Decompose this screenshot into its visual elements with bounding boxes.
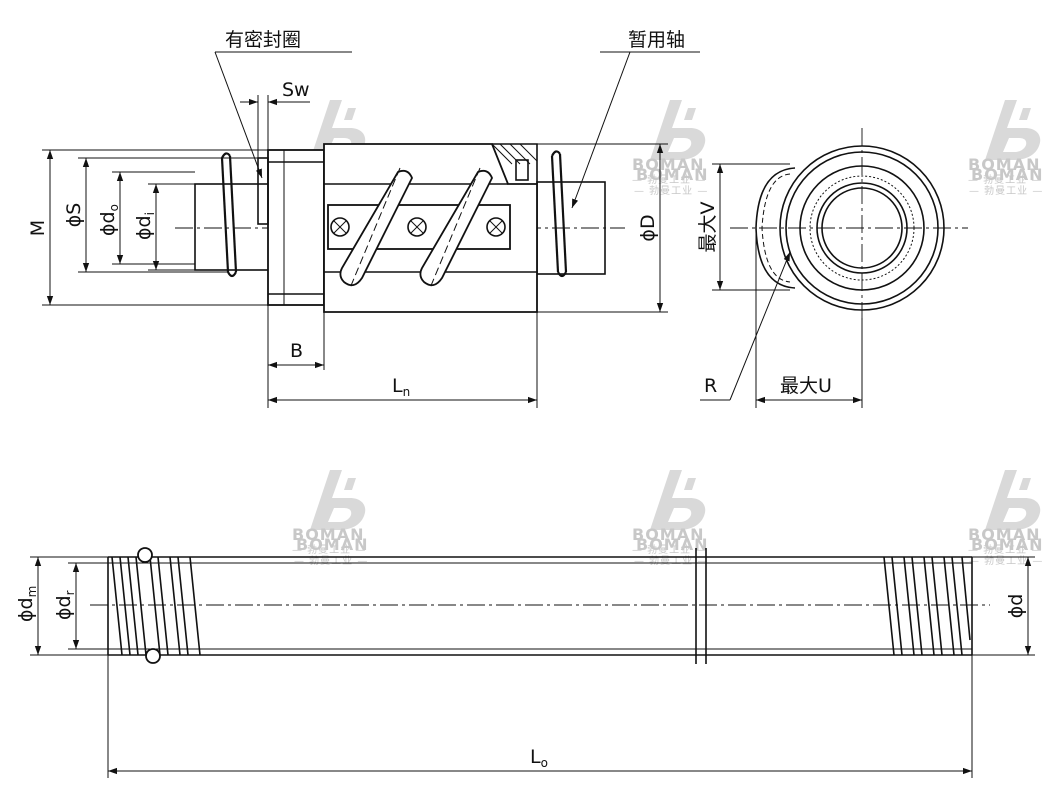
r-label: R bbox=[704, 375, 717, 397]
dim-phi-d-shaft: ϕd bbox=[972, 556, 1035, 656]
seal-ring-label: 有密封圈 bbox=[225, 29, 301, 51]
temporary-shaft-label: 暂用轴 bbox=[628, 29, 685, 51]
dim-b: B bbox=[267, 305, 325, 408]
dim-max-u: 最大U bbox=[755, 228, 863, 408]
dim-m: M bbox=[27, 149, 268, 306]
phi-do-label: ϕdo bbox=[97, 204, 121, 236]
b-label: B bbox=[290, 340, 303, 362]
ln-label: Ln bbox=[392, 375, 410, 399]
dim-phi-d-nut: ϕD bbox=[537, 143, 668, 313]
lo-label: Lo bbox=[530, 746, 548, 770]
dim-ln: Ln bbox=[268, 312, 538, 408]
svg-text:BOMAN: BOMAN bbox=[968, 525, 1041, 544]
dim-max-v: 最大V bbox=[697, 163, 790, 291]
screw-icon bbox=[407, 217, 427, 237]
phi-d-shaft-label: ϕd bbox=[1005, 594, 1027, 619]
m-label: M bbox=[27, 220, 49, 236]
nut-end-view bbox=[730, 128, 968, 318]
phi-s-label: ϕS bbox=[63, 203, 85, 228]
dim-phi-di: ϕdi bbox=[133, 183, 195, 271]
phi-d-nut-label: ϕD bbox=[637, 214, 659, 241]
dim-lo: Lo bbox=[107, 655, 973, 778]
dim-phi-dr: ϕdr bbox=[53, 562, 108, 650]
dim-sw: Sw bbox=[240, 79, 310, 158]
phi-dr-label: ϕdr bbox=[53, 590, 77, 620]
svg-text:BOMAN: BOMAN bbox=[632, 525, 705, 544]
svg-text:— 勃曼工业 —: — 勃曼工业 — bbox=[632, 173, 706, 186]
seal-ring-callout: 有密封圈 bbox=[214, 29, 352, 179]
dim-r: R bbox=[700, 251, 791, 401]
nut-side-view bbox=[175, 143, 625, 313]
phi-dm-label: ϕdm bbox=[15, 586, 39, 622]
phi-di-label: ϕdi bbox=[133, 212, 157, 240]
dim-phi-dm: ϕdm bbox=[15, 556, 108, 656]
svg-text:— 勃曼工业 —: — 勃曼工业 — bbox=[968, 543, 1042, 556]
sw-label: Sw bbox=[282, 79, 310, 101]
watermark-text: BOMAN — 勃曼工业 — BOMAN — 勃曼工业 — BOMAN — 勃曼… bbox=[292, 155, 1042, 556]
svg-text:— 勃曼工业 —: — 勃曼工业 — bbox=[968, 173, 1042, 186]
max-u-label: 最大U bbox=[780, 375, 832, 397]
svg-text:— 勃曼工业 —: — 勃曼工业 — bbox=[292, 543, 366, 556]
svg-text:BOMAN: BOMAN bbox=[632, 155, 705, 174]
svg-text:BOMAN: BOMAN bbox=[292, 525, 365, 544]
max-v-label: 最大V bbox=[697, 201, 719, 252]
svg-text:— 勃曼工业 —: — 勃曼工业 — bbox=[632, 543, 706, 556]
temporary-shaft-callout: 暂用轴 bbox=[571, 29, 700, 209]
screw-shaft-view bbox=[90, 547, 990, 664]
dim-phi-s: ϕS bbox=[63, 157, 258, 273]
screw-icon bbox=[330, 217, 350, 237]
screw-icon bbox=[486, 217, 506, 237]
svg-text:BOMAN: BOMAN bbox=[968, 155, 1041, 174]
